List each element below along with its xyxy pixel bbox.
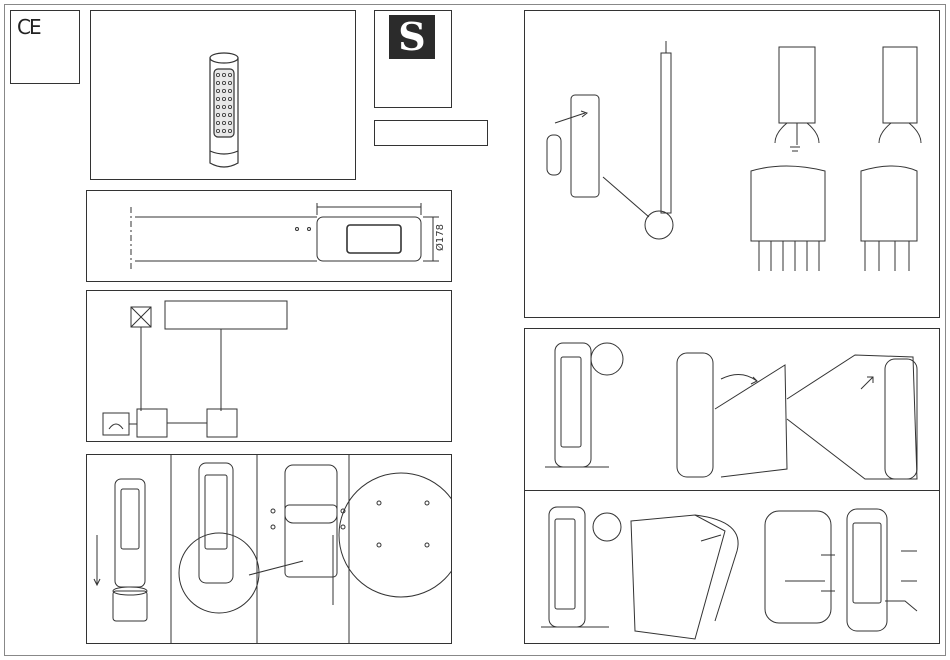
ce-mark-icon: CE bbox=[17, 15, 40, 39]
installation-steps bbox=[87, 455, 451, 643]
dimension-panel: Ø178 bbox=[86, 190, 452, 282]
diameter-dimension-label: Ø178 bbox=[434, 224, 446, 251]
ce-mark-box: CE bbox=[10, 10, 80, 84]
label-box bbox=[374, 120, 488, 146]
product-overview-panel bbox=[90, 10, 356, 180]
installation-steps-panel bbox=[86, 454, 452, 644]
brand-logo-letter: S bbox=[398, 14, 425, 59]
cable-connection-panel bbox=[524, 10, 940, 318]
bollard-illustration bbox=[91, 11, 355, 179]
module-replacement-drawing bbox=[525, 491, 939, 643]
module-replacement-panel bbox=[524, 490, 940, 644]
dimension-drawing: Ø178 bbox=[87, 191, 451, 281]
wiring-schematic bbox=[87, 291, 451, 441]
open-head-drawing bbox=[525, 329, 939, 491]
wiring-schematic-panel bbox=[86, 290, 452, 442]
cable-connection-drawing bbox=[525, 11, 939, 317]
open-head-panel bbox=[524, 328, 940, 492]
brand-logo-icon: S bbox=[389, 15, 435, 59]
brand-logo-box: S bbox=[374, 10, 452, 108]
